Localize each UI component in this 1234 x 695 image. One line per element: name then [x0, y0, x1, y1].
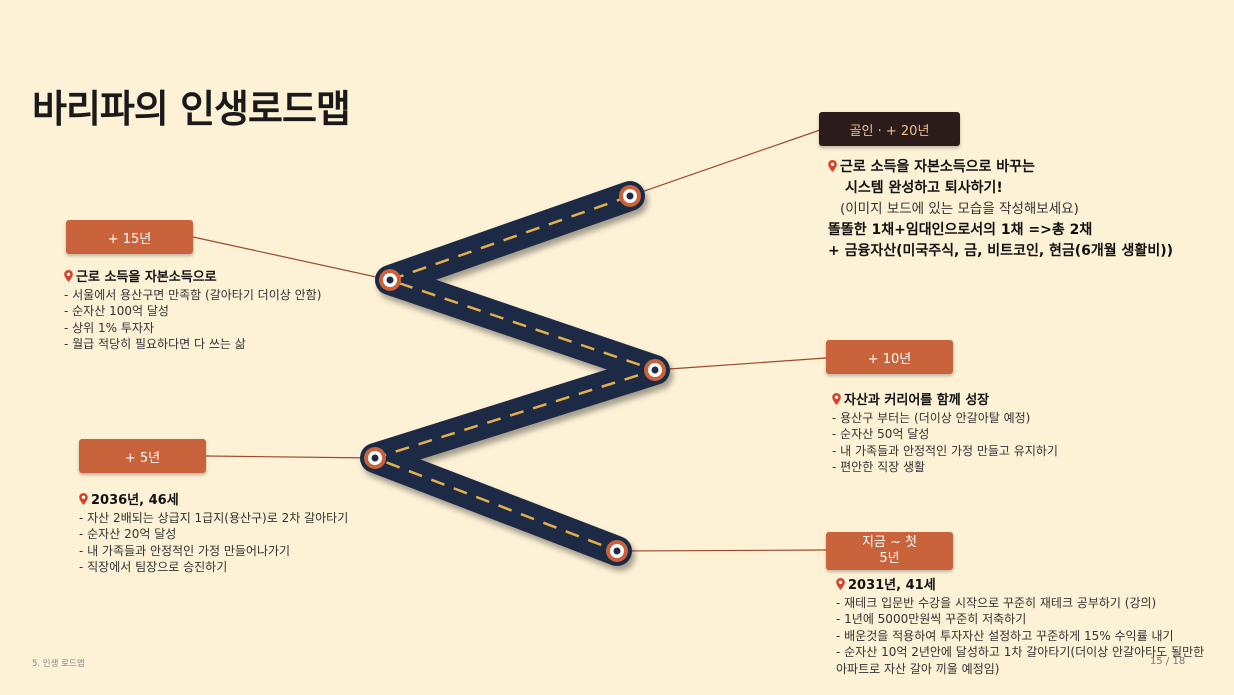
list-item: - 자산 2배되는 상급지 1급지(용산구)로 2차 갈아타기	[79, 510, 349, 525]
milestone-label-now: 지금 ~ 첫 5년	[826, 532, 953, 570]
milestone-15y-text: 근로 소득을 자본소득으로 - 서울에서 용산구면 만족함 (갈아타기 더이상 …	[64, 270, 321, 353]
map-pin-icon	[832, 393, 841, 405]
goal-line-1: 근로 소득을 자본소득으로 바꾸는	[840, 159, 1035, 175]
goal-line-3: (이미지 보드에 있는 모습을 작성해보세요)	[840, 201, 1079, 217]
list-item: - 상위 1% 투자자	[64, 320, 155, 335]
milestone-now-text: 2031년, 41세 - 재테크 입문반 수강을 시작으로 꾸준히 재테크 공부…	[836, 578, 1204, 678]
footer-section: 5. 인생 로드맵	[32, 659, 85, 669]
milestone-label-now-line2: 5년	[879, 551, 900, 566]
list-item: - 순자산 100억 달성	[64, 304, 169, 319]
milestone-5y-text: 2036년, 46세 - 자산 2배되는 상급지 1급지(용산구)로 2차 갈아…	[79, 493, 348, 576]
page-number: 15 / 18	[1150, 656, 1186, 667]
list-item: - 월급 적당히 필요하다면 다 쓰는 삶	[64, 337, 246, 352]
list-item: - 재테크 입문반 수강을 시작으로 꾸준히 재테크 공부하기 (강의)	[836, 595, 1157, 610]
map-pin-icon	[79, 493, 88, 505]
goal-line-4: 똘똘한 1채+임대인으로서의 1채 =>총 2채	[828, 222, 1093, 238]
page-title: 바리파의 인생로드맵	[32, 87, 351, 131]
map-pin-icon	[836, 578, 845, 590]
milestone-now-head: 2031년, 41세	[848, 578, 936, 593]
list-item: - 순자산 50억 달성	[832, 427, 930, 442]
map-pin-icon	[64, 270, 73, 282]
goal-line-2: 시스템 완성하고 퇴사하기!	[845, 180, 1003, 196]
milestone-label-15y: + 15년	[66, 220, 193, 254]
milestone-5y-head: 2036년, 46세	[91, 493, 179, 508]
list-item: - 내 가족들과 안정적인 가정 만들고 유지하기	[832, 443, 1058, 458]
milestone-label-goal-text: 골인 · + 20년	[849, 123, 930, 139]
milestone-label-5y: + 5년	[79, 439, 206, 473]
milestone-label-5y-text: + 5년	[124, 450, 161, 466]
list-item: - 용산구 부터는 (더이상 안갈아탈 예정)	[832, 410, 1031, 425]
list-item: - 순자산 10억 2년안에 달성하고 1차 갈아타기(더이상 안갈아타도 될만…	[836, 645, 1205, 660]
list-item: - 편안한 직장 생활	[832, 460, 926, 475]
connector-lines	[192, 129, 827, 552]
list-item: - 배운것을 적용하여 투자자산 설정하고 꾸준하게 15% 수익률 내기	[836, 628, 1174, 643]
goal-line-5: + 금융자산(미국주식, 금, 비트코인, 현금(6개월 생활비))	[828, 243, 1173, 259]
list-item: - 직장에서 팀장으로 승진하기	[79, 560, 228, 575]
milestone-label-15y-text: + 15년	[107, 231, 152, 247]
milestone-10y-text: 자산과 커리어를 함께 성장 - 용산구 부터는 (더이상 안갈아탈 예정) -…	[832, 393, 1058, 476]
list-item: - 내 가족들과 안정적인 가정 만들어나가기	[79, 543, 291, 558]
waypoint-markers	[364, 185, 666, 562]
milestone-label-10y: + 10년	[826, 340, 953, 374]
milestone-10y-head: 자산과 커리어를 함께 성장	[844, 393, 990, 408]
milestone-goal-text: 근로 소득을 자본소득으로 바꾸는 시스템 완성하고 퇴사하기! (이미지 보드…	[828, 157, 1173, 262]
list-item: - 1년에 5000만원씩 꾸준히 저축하기	[836, 612, 1027, 627]
milestone-label-10y-text: + 10년	[867, 351, 912, 367]
list-item: - 서울에서 용산구면 만족함 (갈아타기 더이상 안함)	[64, 287, 322, 302]
map-pin-icon	[828, 160, 837, 172]
list-item: 아파트로 자산 갈아 끼울 예정임)	[836, 661, 1000, 676]
list-item: - 순자산 20억 달성	[79, 527, 177, 542]
milestone-15y-head: 근로 소득을 자본소득으로	[76, 270, 217, 285]
milestone-label-goal: 골인 · + 20년	[819, 112, 960, 146]
milestone-label-now-line1: 지금 ~ 첫	[861, 534, 918, 550]
